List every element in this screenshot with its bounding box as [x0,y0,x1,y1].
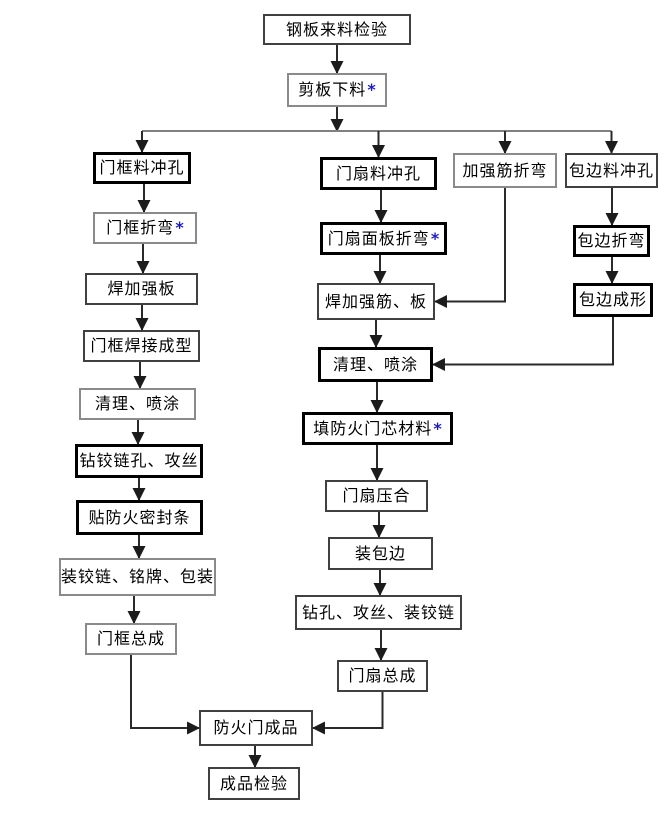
flow-node-edging-forming: 包边成形 [573,283,653,317]
flow-node-label: 焊加强筋、板 [324,291,427,311]
flow-edge-n11-n25 [130,655,201,735]
flow-node-label: 包边成形 [578,290,647,309]
flow-node-label: 清理、喷涂 [94,394,180,413]
flow-node-weld-reinforcing-plate: 焊加强板 [85,273,198,305]
flow-node-label: 门扇料冲孔 [335,163,421,183]
flow-node-label: 焊加强板 [107,279,176,298]
flow-node-label: 剪板下料 [298,80,367,99]
flow-edge-n21-n14 [433,188,506,308]
required-star-mark: * [175,218,184,237]
flow-node-label: 清理、喷涂 [332,354,418,374]
flow-node-leaf-assembly: 门扇总成 [337,660,428,692]
flow-node-apply-fire-seal-strip: 贴防火密封条 [76,500,203,535]
flow-node-fit-hinge-nameplate-pack: 装铰链、铭牌、包装 [59,558,216,596]
flow-node-frame-bending: 门框折弯* [93,212,197,244]
flow-node-edging-bending: 包边折弯 [573,225,650,257]
flow-node-steel-incoming-inspection: 钢板来料检验 [263,14,411,45]
flow-node-rib-bending: 加强筋折弯 [453,153,557,188]
flow-node-label: 门框料冲孔 [99,158,185,177]
flow-node-label: 门框总成 [96,629,165,648]
flow-node-shear-cutting: 剪板下料* [287,73,387,107]
flow-node-label: 填防火门芯材料 [313,418,433,438]
flow-node-frame-material-punching: 门框料冲孔 [93,152,191,184]
flow-node-label: 门扇总成 [348,666,417,685]
flow-node-leaf-panel-bending: 门扇面板折弯* [320,222,447,255]
flow-node-finished-fire-door: 防火门成品 [199,710,313,746]
flow-node-frame-clean-spray: 清理、喷涂 [79,388,196,420]
flow-node-label: 包边料冲孔 [568,160,654,180]
flow-node-label: 防火门成品 [213,718,299,737]
flow-node-label: 贴防火密封条 [88,507,191,527]
flow-node-label: 门框折弯 [106,218,175,237]
flow-node-fill-fire-door-core: 填防火门芯材料* [302,412,453,445]
flow-node-label: 门扇面板折弯 [327,228,430,248]
flow-node-label: 包边折弯 [577,231,646,250]
flow-node-leaf-clean-spray: 清理、喷涂 [318,347,433,382]
flow-node-leaf-pressing: 门扇压合 [325,480,428,512]
flow-node-edging-material-punching: 包边料冲孔 [565,153,658,188]
flow-node-weld-ribs-and-plate: 焊加强筋、板 [317,283,435,320]
flow-edge-n24-n15 [431,317,614,371]
flow-node-drill-tap-fit-hinge: 钻孔、攻丝、装铰链 [295,595,462,630]
required-star-mark: * [433,418,442,438]
flow-node-label: 装铰链、铭牌、包装 [61,567,215,586]
flow-node-label: 钻孔、攻丝、装铰链 [301,602,455,622]
required-star-mark: * [367,80,376,99]
flow-node-label: 门框焊接成型 [90,336,193,355]
flow-edge-n20-n25 [311,692,384,735]
flow-node-label: 钢板来料检验 [285,19,388,39]
flow-node-label: 钻铰链孔、攻丝 [79,451,199,470]
flow-node-attach-edging: 装包边 [328,537,433,570]
flow-node-label: 装包边 [354,543,406,563]
required-star-mark: * [430,228,440,248]
flow-node-frame-assembly: 门框总成 [85,623,177,655]
flow-node-label: 加强筋折弯 [462,160,548,180]
flow-node-frame-welding-forming: 门框焊接成型 [83,330,200,362]
flow-node-label: 成品检验 [219,773,288,793]
flow-node-finished-product-inspection: 成品检验 [208,767,300,800]
flow-node-label: 门扇压合 [342,486,411,505]
flow-node-leaf-material-punching: 门扇料冲孔 [320,157,437,190]
flow-node-drill-hinge-holes-tapping: 钻铰链孔、攻丝 [75,444,203,478]
